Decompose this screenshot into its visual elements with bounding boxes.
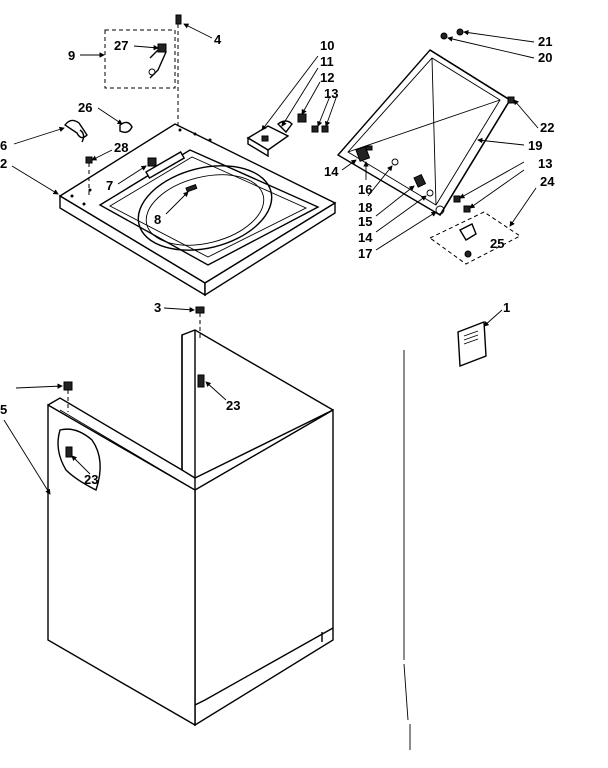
callout-21: 21	[538, 34, 552, 49]
callout-27: 27	[114, 38, 128, 53]
callout-23: 23	[226, 398, 240, 413]
reference-lines	[403, 350, 411, 750]
callout-11: 11	[320, 54, 334, 69]
callout-22: 22	[540, 120, 554, 135]
callout-6: 6	[0, 138, 7, 153]
parts-26-6	[63, 119, 133, 143]
hinge-assembly	[246, 113, 329, 158]
callout-16: 16	[358, 182, 372, 197]
callout-18: 18	[358, 200, 372, 215]
callout-26: 26	[78, 100, 92, 115]
callout-13: 13	[324, 86, 338, 101]
parts-7-8	[147, 157, 198, 193]
callout-25: 25	[490, 236, 504, 251]
callout-14: 14	[358, 230, 373, 245]
manual-booklet	[457, 321, 487, 367]
callout-23: 23	[84, 472, 98, 487]
leader-lines	[3, 23, 539, 495]
callout-5: 5	[0, 402, 7, 417]
callout-3: 3	[154, 300, 161, 315]
callout-1: 1	[503, 300, 510, 315]
callout-14: 14	[324, 164, 339, 179]
screw-4	[175, 14, 182, 128]
callout-12: 12	[320, 70, 334, 85]
part-27-box	[104, 29, 176, 89]
callout-28: 28	[114, 140, 128, 155]
screw-left-cabinet	[63, 381, 73, 412]
callout-13: 13	[538, 156, 552, 171]
callout-20: 20	[538, 50, 552, 65]
callout-15: 15	[358, 214, 372, 229]
callout-8: 8	[154, 212, 161, 227]
callout-labels: 4 9 27 10 11 12 13 21 20 26 6 28 2 7 8 2…	[0, 32, 555, 487]
part-24-box	[429, 211, 521, 265]
callout-24: 24	[540, 174, 555, 189]
lid	[336, 49, 511, 216]
callout-10: 10	[320, 38, 334, 53]
top-panel	[58, 123, 337, 297]
callout-19: 19	[528, 138, 542, 153]
callout-7: 7	[106, 178, 113, 193]
callout-17: 17	[358, 246, 372, 261]
callout-9: 9	[68, 48, 75, 63]
callout-4: 4	[214, 32, 222, 47]
callout-2: 2	[0, 156, 7, 171]
lid-hardware	[355, 28, 515, 215]
cabinet	[47, 329, 334, 727]
screws-3-23	[195, 306, 205, 388]
